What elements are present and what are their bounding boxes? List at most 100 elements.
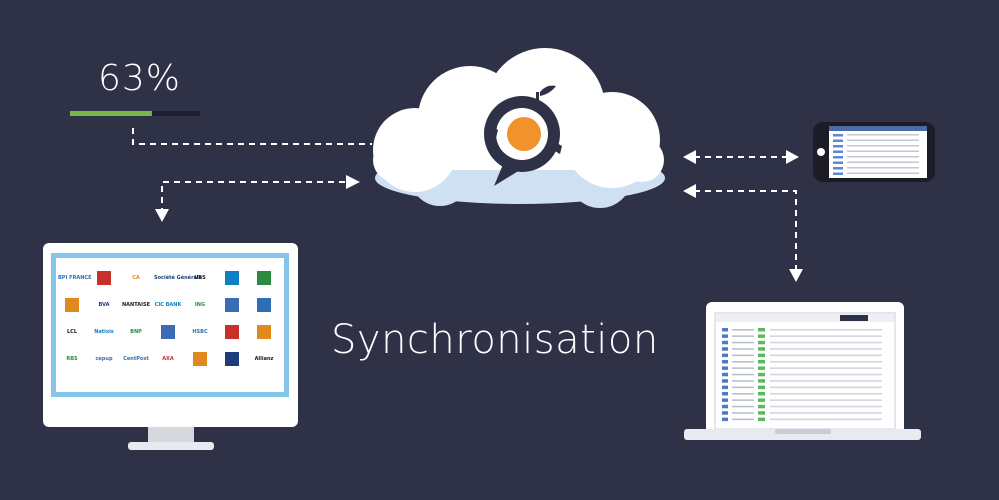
progress-bar [70,111,200,116]
laptop-row-line [732,361,754,363]
diagram-title: Synchronisation [331,317,659,363]
phone-row-marker [833,139,843,142]
laptop-row-badge [722,398,728,402]
laptop-row-line [770,361,882,363]
laptop-row-line [732,341,754,344]
bank-logo-label: NANTAISE [122,302,151,308]
desktop-cloud-arrow-line [161,181,345,212]
laptop-row-badge [722,411,728,415]
bank-logo-mark [257,271,271,285]
laptop-row-line [770,354,882,357]
laptop-row-line [770,348,882,350]
phone-row-marker [833,156,843,159]
connection-arrows [132,128,797,270]
bank-logo-mark [65,298,79,312]
bank-logo-label: cepup [95,356,113,362]
phone-row-line [847,139,919,141]
laptop-row-line [732,386,754,389]
laptop-row-badge [722,372,728,377]
laptop-row-line [732,373,754,376]
bank-logo-grid [65,271,271,366]
bank-logo-label: AXA [162,356,174,362]
arrow-heads [155,150,803,282]
bank-logo-mark [225,325,239,339]
bank-logo-mark [225,298,239,312]
bank-logo-mark [161,325,175,339]
arrow-head-down [789,269,803,282]
arrow-head-down [155,209,169,222]
laptop-row-status [758,417,765,422]
bank-logo-mark [97,271,111,285]
phone-row-marker [833,172,843,175]
bank-logo-mark [257,325,271,339]
laptop-row-status [758,347,765,351]
sync-logo-icon [484,85,562,186]
laptop-row-badge [722,347,728,351]
bank-logo-label: BNP [130,329,142,335]
laptop-row-line [770,335,882,337]
bank-logo-label: BVA [98,302,110,308]
bank-logo-label: HSBC [192,329,208,335]
laptop-row-badge [722,417,728,422]
laptop-row-status [758,385,765,390]
laptop-row-line [770,386,882,389]
laptop-row-line [770,405,882,408]
laptop-row-badge [722,353,728,358]
bank-logo-mark [193,352,207,366]
progress-percentage: 63% [98,58,182,99]
bank-logo-label: Société Générale [154,275,203,281]
bank-logo-label: BPI FRANCE [58,275,92,281]
phone-row-line [847,172,919,174]
laptop-row-line [732,329,754,331]
laptop-row-badge [722,392,728,396]
laptop-row-status [758,334,765,338]
laptop-row-line [770,367,882,369]
bank-logo-label: CIC BANK [154,302,182,308]
bank-logo-label: CA [132,275,140,281]
laptop-row-status [758,398,765,402]
progress-to-cloud-line [132,128,372,145]
laptop-row-line [732,380,754,382]
arrow-head-right [786,150,799,164]
laptop-row-line [732,393,754,395]
laptop-row-line [770,418,882,421]
laptop-row-badge [722,404,728,409]
bank-logo-label: CentPost [123,356,149,362]
laptop-row-badge [722,379,728,383]
phone-row-line [847,167,919,169]
progress-fill [70,111,152,116]
bank-logo-label: RBS [66,356,78,362]
laptop-row-status [758,372,765,377]
laptop-row-badge [722,360,728,364]
laptop-row-status [758,379,765,383]
laptop-row-status [758,353,765,358]
laptop-row-badge [722,328,728,332]
bank-logo-label: ING [194,302,206,308]
laptop-row-line [732,418,754,421]
laptop-row-line [770,380,882,382]
arrow-head-left [683,184,696,198]
laptop-row-status [758,411,765,415]
laptop-row-line [770,373,882,376]
laptop-row-line [770,393,882,395]
phone-row-line [847,145,919,147]
laptop-icon [684,302,921,440]
phone-row-marker [833,134,843,137]
laptop-row-status [758,328,765,332]
laptop-row-line [732,335,754,337]
laptop-row-badge [722,366,728,370]
phone-row-line [847,161,919,163]
bank-logo-label: LCL [66,329,78,335]
laptop-row-line [732,354,754,357]
bank-logo-mark [257,298,271,312]
laptop-row-status [758,360,765,364]
phone-row-line [847,156,919,158]
phone-row-marker [833,161,843,164]
laptop-row-line [732,412,754,414]
laptop-row-status [758,392,765,396]
bank-logo-mark [225,271,239,285]
laptop-row-line [770,412,882,414]
phone-row-marker [833,167,843,170]
